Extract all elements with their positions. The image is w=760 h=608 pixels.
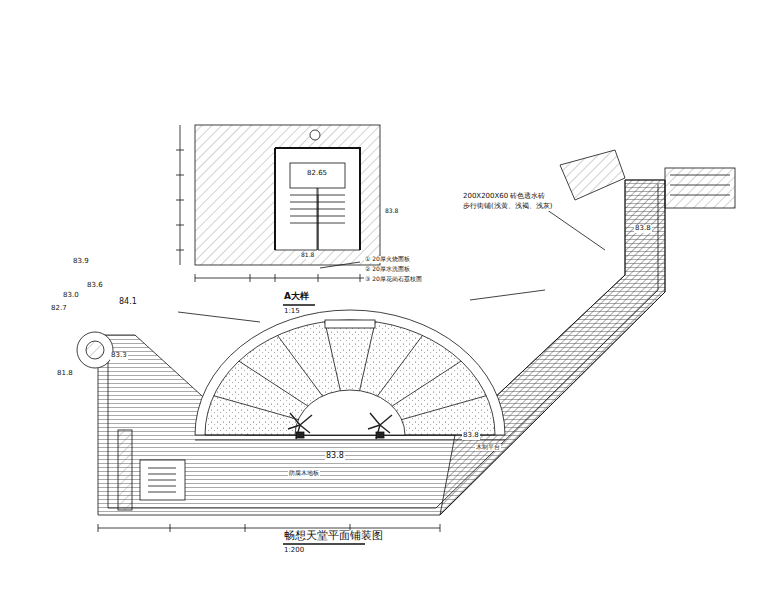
material-note: 步行街铺(浅黄、浅褐、浅灰): [462, 203, 553, 211]
elevation-mark: 83.9: [72, 258, 90, 266]
elevation-mark: 82.65: [306, 170, 328, 178]
elevation-mark: 84.1: [118, 298, 138, 307]
elevation-mark: 83.8: [325, 452, 345, 461]
material-note: 防腐木地板: [288, 470, 320, 477]
material-note: 木制平台: [475, 444, 501, 451]
elevation-mark: 83.8: [634, 225, 652, 233]
material-note: ① 20厚火烧面板: [364, 256, 411, 263]
material-note: 200X200X60 砖色透水砖: [462, 193, 546, 201]
elevation-mark: 83.8: [384, 208, 399, 215]
plan-outline: [77, 125, 735, 544]
elevation-mark: 81.8: [56, 370, 74, 378]
scale-note: A大样: [283, 292, 310, 302]
material-note: ② 20厚水洗面板: [364, 266, 411, 273]
elevation-mark: 83.6: [86, 282, 104, 290]
elevation-mark: 81.8: [300, 252, 315, 259]
elevation-mark: 83.8: [462, 432, 480, 440]
elevation-mark: 83.0: [62, 292, 80, 300]
scale-note: 1:200: [283, 547, 305, 555]
scale-note: 1:15: [283, 308, 301, 316]
drawing-title: 畅想天堂平面铺装图: [283, 530, 384, 542]
material-note: ③ 20厚花岗石荔枝面: [364, 276, 423, 283]
elevation-mark: 82.7: [50, 305, 68, 313]
elevation-mark: 83.3: [110, 352, 128, 360]
